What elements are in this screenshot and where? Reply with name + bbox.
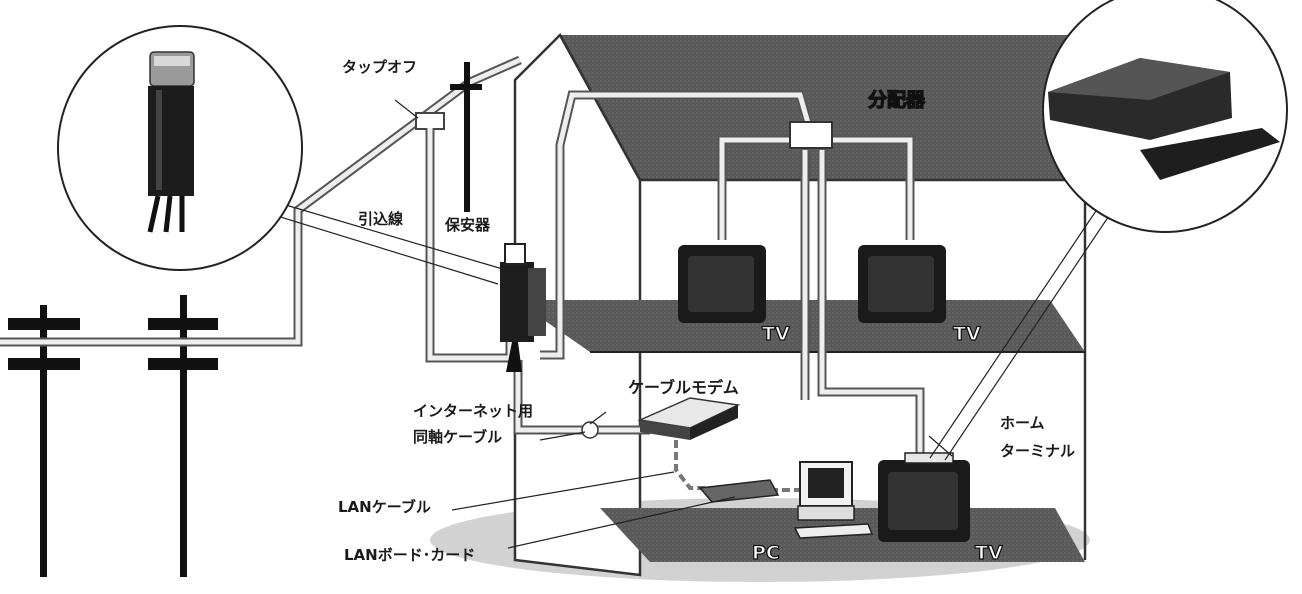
label-protector: 保安器 (445, 216, 491, 234)
label-pc: PC (751, 542, 780, 564)
label-drop-line: 引込線 (358, 210, 404, 228)
tv-lower (878, 460, 970, 542)
label-tv-upper-left: TV (761, 323, 790, 345)
label-tap-off: タップオフ (342, 58, 418, 76)
pc-device (793, 461, 874, 539)
home-terminal-device (904, 452, 954, 464)
label-coax-line1: インターネット用 (413, 402, 534, 420)
label-lan-cable: LANケーブル (338, 498, 431, 516)
label-tv-lower: TV (974, 542, 1003, 564)
coax-joint (581, 421, 599, 439)
lan-board-device (698, 479, 780, 503)
label-splitter: 分配器 (867, 89, 926, 111)
protector-device (500, 243, 546, 372)
label-coax-line2: 同軸ケーブル (413, 428, 503, 446)
splitter-box (789, 121, 833, 149)
tv-upper-right (858, 245, 946, 323)
utility-pole-right (148, 295, 218, 577)
house-roof (560, 35, 1110, 180)
trunk-cable (0, 55, 522, 347)
utility-pole-left (8, 305, 80, 577)
label-tv-upper-right: TV (952, 323, 981, 345)
label-home-terminal-line1: ホーム (1000, 414, 1045, 432)
protector-zoom-callout (57, 25, 303, 271)
cable-modem-device (637, 397, 741, 440)
lan-cable-line (674, 440, 735, 490)
leader-lines (247, 99, 1126, 549)
utility-pole-house (450, 62, 482, 212)
tap-off-box (415, 112, 445, 130)
tv-upper-left (678, 245, 766, 323)
home-terminal-zoom-callout (1042, 0, 1288, 233)
label-home-terminal-line2: ターミナル (1000, 442, 1076, 460)
house-cables (513, 90, 925, 455)
label-lan-board: LANボード･カード (344, 546, 476, 564)
upper-floor (515, 300, 1085, 352)
label-cable-modem: ケーブルモデム (628, 378, 739, 397)
